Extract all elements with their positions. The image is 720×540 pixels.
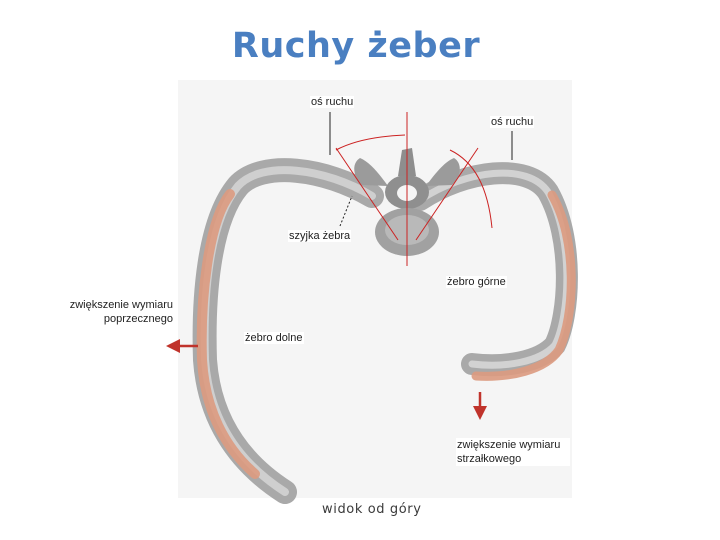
label-upper-rib: żebro górne: [446, 276, 507, 288]
label-sagittal-increase: zwiększenie wymiaru strzałkowego: [456, 438, 570, 466]
illustration-background: [178, 80, 572, 498]
caption-view-from-above: widok od góry: [322, 502, 422, 517]
label-lower-rib: żebro dolne: [244, 332, 304, 344]
rotation-arc-right: [449, 149, 493, 229]
leader-rib-neck: [339, 195, 353, 227]
label-axis-left: oś ruchu: [310, 96, 355, 108]
rotation-arc-left: [335, 134, 406, 151]
axis-line-left: [335, 147, 399, 241]
label-transverse-increase: zwiększenie wymiaru poprzecznego: [69, 299, 173, 325]
page-title: Ruchy żeber: [231, 26, 481, 66]
upper-rib-outer-band: [471, 190, 576, 381]
transverse-arrow: [166, 339, 198, 353]
label-axis-right: oś ruchu: [490, 116, 535, 128]
lower-rib-outer-band: [196, 189, 260, 479]
sagittal-arrow: [473, 392, 487, 420]
label-rib-neck: szyjka żebra: [288, 230, 352, 242]
